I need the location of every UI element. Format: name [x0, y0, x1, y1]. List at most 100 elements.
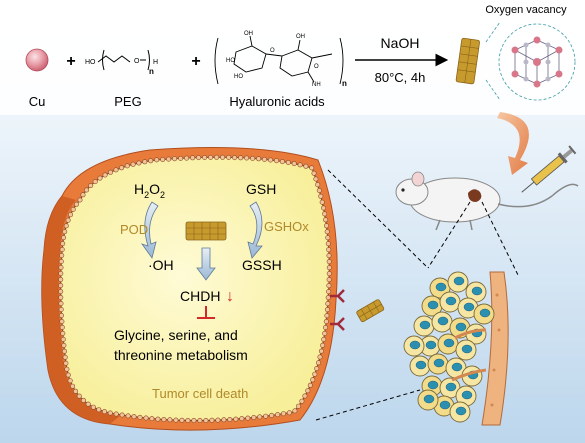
zoom-line-top [485, 21, 501, 43]
membrane-bead [273, 158, 279, 164]
membrane-bead [297, 162, 303, 168]
membrane-bead [125, 413, 131, 419]
membrane-bead [143, 415, 149, 421]
membrane-bead [58, 282, 64, 288]
tumor-cell-nucleus [453, 276, 465, 286]
membrane-bead [312, 371, 318, 377]
membrane-bead [319, 199, 325, 205]
zoom-line-cell-top [327, 169, 429, 269]
plus-2: + [191, 53, 200, 70]
membrane-bead [88, 183, 94, 189]
membrane-bead [67, 378, 73, 384]
membrane-bead [226, 154, 232, 160]
chdh-down-arrow: ↓ [226, 288, 234, 305]
membrane-bead [119, 412, 125, 418]
tumor-cell-nucleus [427, 300, 439, 310]
membrane-bead [58, 312, 64, 318]
membrane-bead [73, 388, 79, 394]
membrane-bead [136, 160, 142, 166]
membrane-bead [102, 409, 108, 415]
membrane-bead [113, 167, 119, 173]
cu-label: Cu [29, 94, 46, 109]
membrane-bead [119, 165, 125, 171]
tumor-cell-nucleus [455, 406, 467, 416]
membrane-bead [59, 318, 65, 324]
metabolism-line-2: threonine metabolism [114, 347, 248, 363]
tumor-cell-nucleus [443, 338, 455, 348]
membrane-bead [318, 193, 324, 199]
membrane-bead [267, 157, 273, 163]
membrane-bead [60, 241, 66, 247]
membrane-bead [326, 289, 332, 295]
membrane-bead [257, 414, 263, 420]
gsh-label: GSH [246, 181, 276, 197]
receptor-icon [330, 289, 345, 331]
membrane-bead [269, 412, 275, 418]
ha-bracket-left [214, 37, 219, 85]
nanorod-product [455, 37, 480, 85]
membrane-bead [173, 417, 179, 423]
ha-link-2 [311, 53, 333, 59]
synthesis-row: Cu + HO O n H PEG + [25, 4, 576, 109]
peg-h: H [153, 59, 158, 66]
zoom-line-mouse-left [427, 201, 471, 269]
membrane-bead [209, 417, 215, 423]
cell-shadow [41, 196, 120, 424]
ha-labels: OH HO HO O OH O NH n [226, 31, 347, 88]
ha-oh-2: OH [296, 34, 305, 40]
membrane-bead [318, 348, 324, 354]
membrane-bead [244, 155, 250, 161]
tumor-cell-nucleus [479, 308, 491, 318]
tumor-cell-nucleus [461, 390, 473, 400]
peg-ho: HO [85, 59, 96, 66]
membrane-bead [251, 414, 257, 420]
membrane-bead [324, 313, 330, 319]
ha-nh: NH [312, 82, 321, 88]
plus-1: + [66, 53, 75, 70]
ha-bracket-right [339, 37, 344, 85]
oxygen-vacancy-lattice [498, 23, 576, 101]
membrane-bead [202, 155, 208, 161]
ha-link [265, 53, 283, 57]
oh-radical-label: ·OH [148, 257, 174, 273]
membrane-bead [61, 235, 67, 241]
membrane-bead [256, 156, 262, 162]
membrane-bead [85, 401, 91, 407]
membrane-bead [148, 158, 154, 164]
membrane-bead [130, 161, 136, 167]
membrane-bead [291, 161, 297, 167]
vessel-branch-2 [451, 368, 487, 382]
membrane-bead [307, 382, 313, 388]
membrane-bead [326, 271, 332, 277]
ha-label: Hyaluronic acids [229, 94, 325, 109]
pod-label: POD [120, 222, 148, 237]
membrane-bead [65, 372, 71, 378]
membrane-bead [310, 377, 316, 383]
membrane-bead [166, 156, 172, 162]
membrane-bead [154, 157, 160, 163]
tumor-cell-nucleus [463, 302, 475, 312]
membrane-bead [316, 188, 322, 194]
membrane-bead [59, 253, 65, 259]
membrane-bead [97, 175, 103, 181]
h2o2-label: H2O2 [134, 181, 165, 200]
membrane-bead [325, 301, 331, 307]
membrane-bead [325, 235, 331, 241]
membrane-bead [160, 157, 166, 163]
cu-sphere [25, 48, 49, 72]
conditions-label: 80°C, 4h [375, 70, 426, 85]
membrane-bead [58, 294, 64, 300]
membrane-bead [59, 247, 65, 253]
membrane-bead [58, 306, 64, 312]
membrane-bead [102, 172, 108, 178]
membrane-bead [76, 393, 82, 399]
gssh-label: GSSH [242, 257, 282, 273]
tumor-cell-nucleus [445, 382, 457, 392]
nanozyme-entering [356, 299, 385, 323]
tumor-cell-nucleus [425, 340, 437, 350]
membrane-bead [185, 417, 191, 423]
membrane-bead [320, 342, 326, 348]
membrane-bead [317, 354, 323, 360]
ha-ho-2: HO [234, 74, 243, 80]
tumor-cell-nucleus [433, 358, 445, 368]
